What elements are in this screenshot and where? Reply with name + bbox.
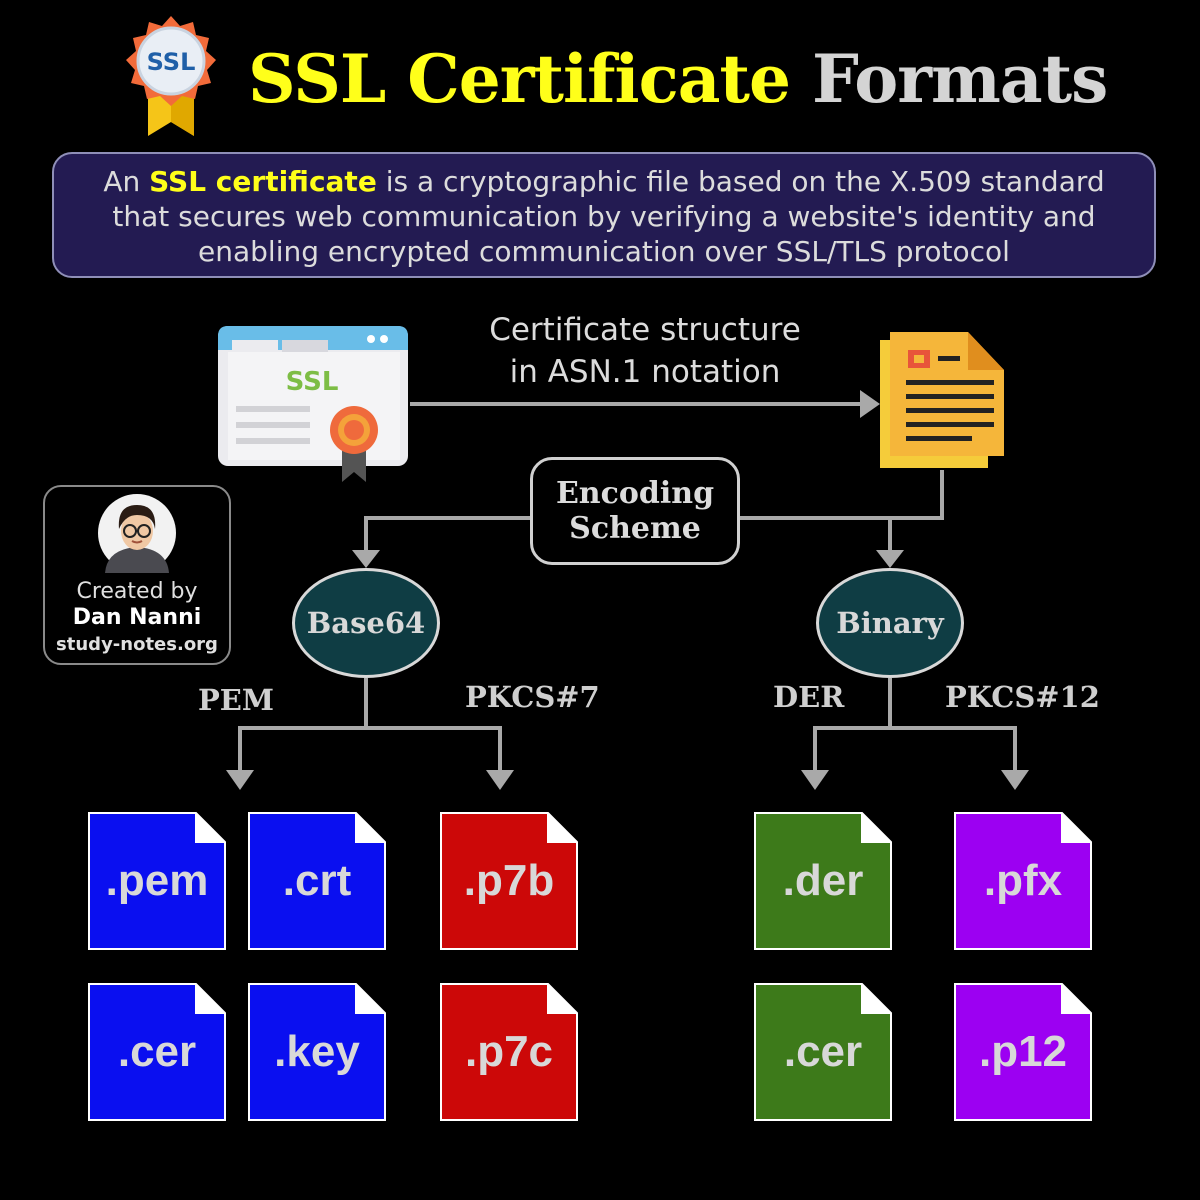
pem-label: PEM — [198, 683, 275, 717]
ssl-badge-text: SSL — [147, 48, 196, 76]
creator-name: Dan Nanni — [72, 605, 202, 630]
base64-label: Base64 — [306, 606, 426, 640]
file-icon-cer-binary: .cer — [754, 983, 892, 1121]
encoding-line1: Encoding — [555, 476, 715, 511]
asn1-document-icon — [880, 332, 1008, 468]
structure-caption: Certificate structure in ASN.1 notation — [440, 309, 850, 393]
pkcs12-label: PKCS#12 — [945, 680, 1100, 714]
intro-rest: is a cryptographic file based on the X.5… — [112, 165, 1105, 268]
pkcs7-label: PKCS#7 — [465, 680, 600, 714]
file-ext-pfx: .pfx — [983, 856, 1063, 905]
intro-lead: An — [103, 165, 150, 198]
avatar — [97, 493, 177, 573]
file-icon-p7b: .p7b — [440, 812, 578, 950]
file-ext-pem: .pem — [105, 856, 209, 905]
structure-caption-line1: Certificate structure — [489, 312, 801, 348]
title-rest: Formats — [812, 40, 1108, 118]
title-highlight: SSL Certificate — [248, 40, 791, 118]
file-ext-der: .der — [782, 856, 864, 905]
file-ext-p7c: .p7c — [464, 1027, 554, 1076]
file-ext-key: .key — [274, 1027, 360, 1076]
ssl-certificate-card: SSL — [218, 326, 410, 484]
file-ext-p12: .p12 — [978, 1027, 1068, 1076]
creator-card: Created by Dan Nanni study-notes.org — [43, 485, 231, 665]
file-ext-p7b: .p7b — [463, 856, 555, 905]
binary-label: Binary — [836, 606, 944, 640]
encoding-scheme-box: Encoding Scheme — [530, 457, 740, 565]
ssl-badge-icon: SSL — [118, 14, 224, 138]
intro-highlight: SSL certificate — [149, 165, 377, 198]
file-ext-crt: .crt — [282, 856, 352, 905]
structure-caption-line2: in ASN.1 notation — [509, 354, 781, 390]
ssl-card-text: SSL — [286, 367, 339, 397]
file-icon-der: .der — [754, 812, 892, 950]
file-icon-p12: .p12 — [954, 983, 1092, 1121]
intro-box: An SSL certificate is a cryptographic fi… — [52, 152, 1156, 278]
file-icon-pfx: .pfx — [954, 812, 1092, 950]
file-icon-cer-base64: .cer — [88, 983, 226, 1121]
file-icon-crt: .crt — [248, 812, 386, 950]
file-ext-cer-binary: .cer — [783, 1027, 863, 1076]
creator-website: study-notes.org — [56, 634, 218, 655]
page-title: SSL Certificate Formats — [248, 34, 1148, 124]
file-icon-pem: .pem — [88, 812, 226, 950]
der-label: DER — [773, 680, 845, 714]
creator-line1: Created by — [76, 579, 198, 604]
encoding-line2: Scheme — [569, 511, 701, 546]
binary-node: Binary — [816, 568, 964, 678]
file-ext-cer-base64: .cer — [117, 1027, 197, 1076]
file-icon-p7c: .p7c — [440, 983, 578, 1121]
base64-node: Base64 — [292, 568, 440, 678]
file-icon-key: .key — [248, 983, 386, 1121]
